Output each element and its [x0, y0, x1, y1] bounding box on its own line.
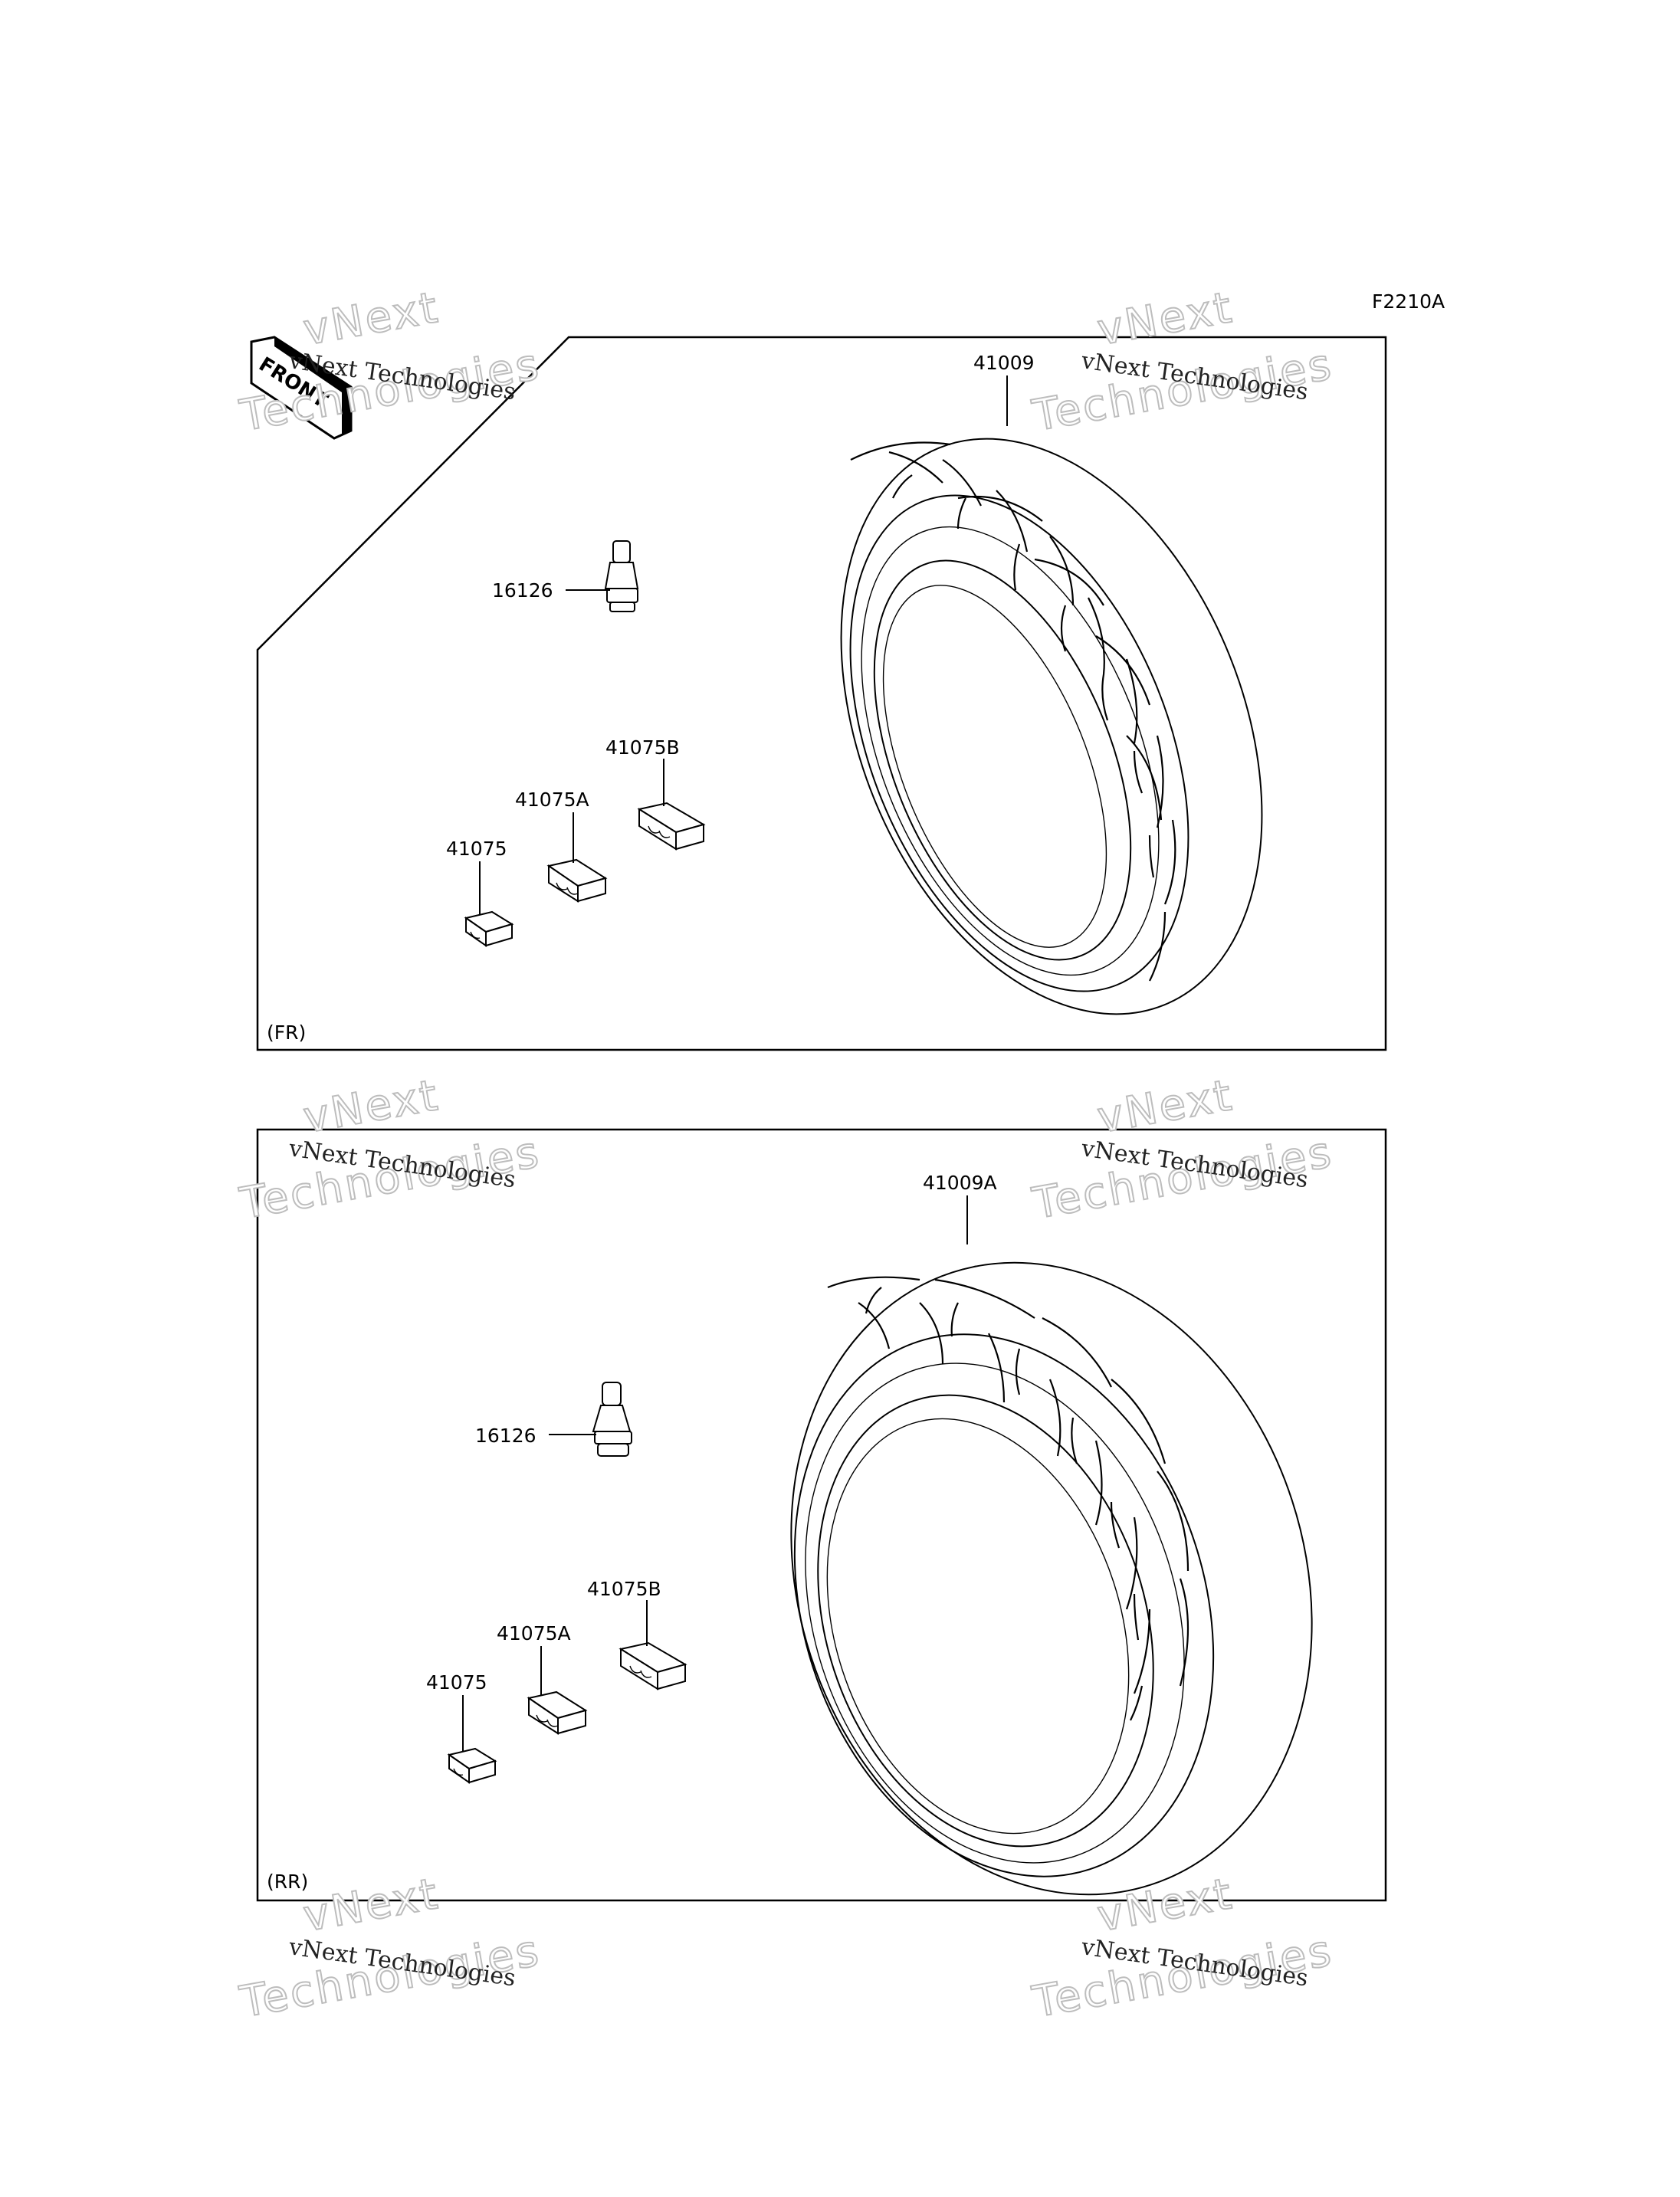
rear-weight[interactable]	[447, 1695, 497, 1784]
rear-weight-label: 41075	[426, 1671, 487, 1694]
svg-text:vNext: vNext	[300, 283, 443, 356]
front-weight[interactable]	[464, 861, 514, 947]
front-weight-a-label: 41075A	[515, 789, 589, 811]
rear-weight-b-label: 41075B	[587, 1578, 661, 1600]
watermark-top-right: vNext Technologies vNext Technologies	[1028, 282, 1337, 442]
rear-valve-label: 16126	[475, 1425, 536, 1447]
front-panel: FRONT 16126 4	[250, 336, 1387, 1077]
rear-tire-label: 41009A	[923, 1172, 997, 1194]
rear-weight-a-label: 41075A	[497, 1622, 571, 1644]
figure-code: F2210A	[1372, 290, 1445, 313]
rear-caption: (RR)	[267, 1871, 308, 1893]
front-tire[interactable]	[761, 376, 1341, 1077]
rear-weight-b[interactable]	[619, 1600, 687, 1690]
front-weight-a[interactable]	[546, 812, 608, 903]
svg-text:vNext: vNext	[300, 1869, 443, 1942]
front-tire-label: 41009	[973, 352, 1035, 374]
front-weight-label: 41075	[446, 838, 507, 860]
watermark-mid-right: vNext Technologies vNext Technologies	[1028, 1070, 1337, 1230]
svg-text:vNext: vNext	[1094, 1071, 1237, 1143]
rear-tire[interactable]	[711, 1195, 1391, 1963]
front-valve-label: 16126	[492, 579, 553, 602]
svg-text:vNext: vNext	[1094, 283, 1237, 356]
front-valve[interactable]	[566, 540, 639, 612]
watermark-mid-left: vNext Technologies vNext Technologies	[235, 1070, 545, 1230]
rear-valve[interactable]	[549, 1382, 632, 1457]
svg-text:vNext: vNext	[300, 1071, 443, 1143]
front-panel-frame	[256, 336, 1387, 1051]
front-weight-b[interactable]	[637, 759, 706, 851]
rear-weight-a[interactable]	[527, 1646, 588, 1735]
rear-panel-frame	[256, 1128, 1387, 1902]
rear-panel: 16126 41075B 41075A 41075	[256, 1128, 1391, 1963]
front-caption: (FR)	[267, 1021, 306, 1044]
front-weight-b-label: 41075B	[605, 736, 680, 759]
